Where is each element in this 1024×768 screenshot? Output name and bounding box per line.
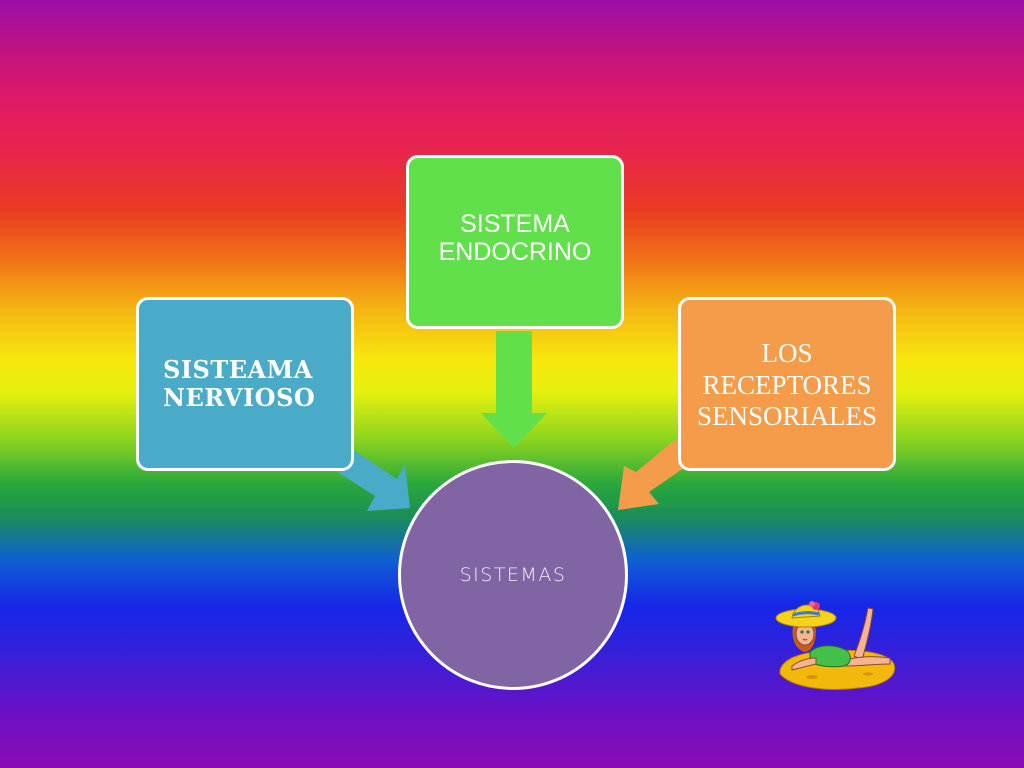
node-receptores-line-2: RECEPTORES — [702, 369, 872, 400]
arrow-nervioso-to-sistemas — [336, 449, 410, 511]
node-sistema-endocrino-line-2: ENDOCRINO — [438, 237, 592, 266]
node-receptores-line-3: SENSORIALES — [696, 401, 878, 432]
beach-girl-sunbathing-icon — [775, 601, 896, 690]
center-node-sistemas: SISTEMAS — [398, 460, 628, 690]
node-receptores-line-1: LOS — [761, 338, 813, 368]
node-sistema-endocrino: SISTEMA ENDOCRINO — [406, 155, 624, 329]
node-sistema-endocrino-line-1: SISTEMA — [460, 210, 570, 238]
node-sistema-nervioso-line-1: SISTEAMA — [163, 355, 313, 385]
arrow-endocrino-to-sistemas — [481, 331, 547, 448]
node-sistema-endocrino-label: SISTEMA ENDOCRINO — [438, 210, 592, 266]
node-sistema-nervioso-line-2: NERVIOSO — [163, 383, 316, 412]
node-receptores-sensoriales: LOS RECEPTORES SENSORIALES — [678, 297, 896, 471]
node-sistema-nervioso: SISTEAMA NERVIOSO — [136, 297, 354, 471]
node-sistema-nervioso-label: SISTEAMA NERVIOSO — [163, 356, 315, 411]
center-node-sistemas-label: SISTEMAS — [459, 564, 567, 586]
node-receptores-sensoriales-label: LOS RECEPTORES SENSORIALES — [697, 338, 877, 433]
arrow-receptores-to-sistemas — [618, 439, 694, 510]
